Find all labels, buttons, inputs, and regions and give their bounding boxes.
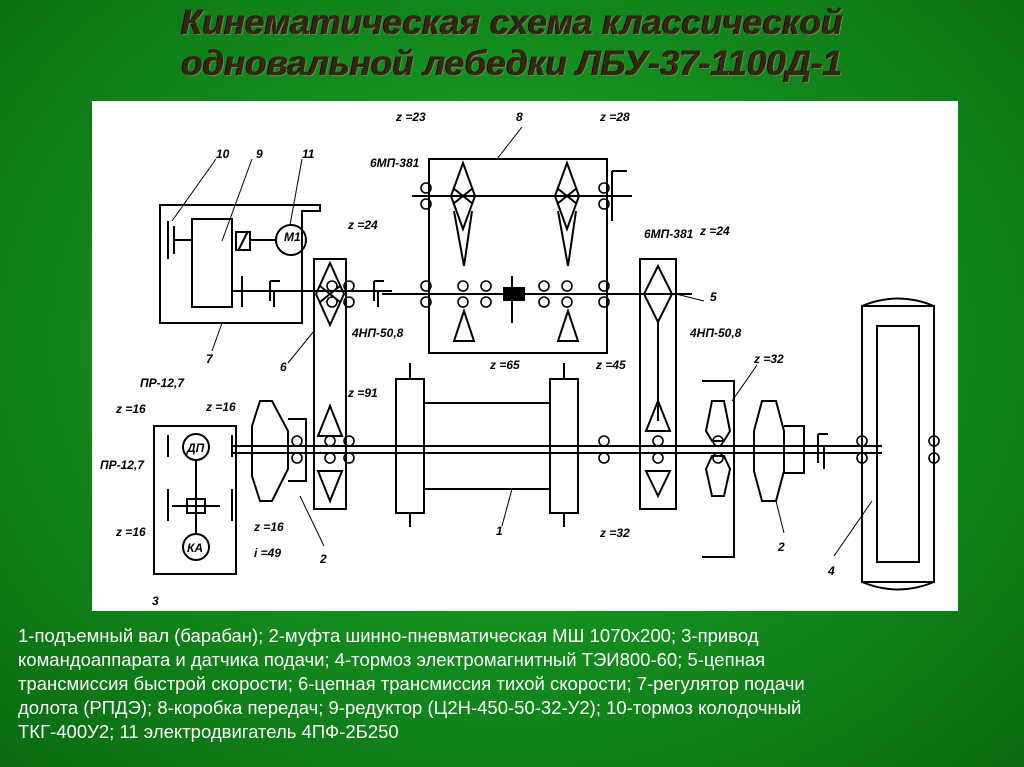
label-n2-right: 2 (777, 540, 785, 554)
label-pr127-top: ПР-12,7 (140, 376, 185, 390)
label-z24-right: z =24 (699, 224, 730, 238)
slow-speed-chain (313, 258, 347, 510)
label-n5: 5 (710, 290, 717, 304)
label-6mp381-a: 6МП-381 (370, 156, 420, 170)
label-z16-c: z =16 (115, 525, 146, 539)
label-m1: М1 (284, 230, 301, 244)
legend-text: 1-подъемный вал (барабан); 2-муфта шинно… (18, 624, 1012, 744)
label-n1: 1 (496, 524, 503, 538)
legend-line-1: 1-подъемный вал (барабан); 2-муфта шинно… (18, 625, 759, 646)
label-6mp381-b: 6МП-381 (644, 227, 694, 241)
label-n8: 8 (516, 110, 523, 124)
label-z16-d: z =16 (253, 520, 284, 534)
kinematic-diagram: 10 9 11 М1 7 6 z =23 8 z =28 6МП-381 6МП… (92, 101, 958, 611)
legend-line-2: командоаппарата и датчика подачи; 4-торм… (18, 649, 766, 670)
legend-line-5: ТКГ-400У2; 11 электродвигатель 4ПФ-2Б250 (18, 721, 399, 742)
main-shaft (232, 445, 882, 454)
label-n4: 4 (827, 564, 835, 578)
title-line-2: одновальной лебедки ЛБУ-37-1100Д-1 (181, 44, 843, 83)
label-z45: z =45 (595, 358, 626, 372)
command-drive-block (153, 425, 237, 575)
right-pneumatic-clutch (753, 400, 805, 502)
label-z65: z =65 (489, 358, 520, 372)
electromagnetic-brake (861, 297, 935, 591)
title-line-1: Кинематическая схема классической (181, 3, 843, 42)
label-4np-right: 4НП-50,8 (689, 326, 742, 340)
gearbox (382, 158, 662, 354)
shaft-bearings (291, 435, 940, 464)
label-ka: КА (187, 541, 203, 555)
left-pneumatic-clutch (251, 400, 307, 502)
legend-line-4: долота (РПДЭ); 8-коробка передач; 9-реду… (18, 697, 802, 718)
feed-regulator-block (159, 204, 392, 324)
hoisting-drum (395, 363, 579, 527)
label-n2-left: 2 (319, 552, 327, 566)
label-n3: 3 (152, 594, 159, 608)
label-z32-bottom: z =32 (599, 526, 630, 540)
label-i49: i =49 (254, 546, 281, 560)
label-4np-left: 4НП-50,8 (351, 326, 404, 340)
label-z16-a: z =16 (115, 402, 146, 416)
label-z91: z =91 (347, 386, 378, 400)
label-n7: 7 (206, 352, 214, 366)
label-n9: 9 (256, 147, 263, 161)
brake-coupling (817, 433, 828, 469)
label-n10: 10 (216, 147, 230, 161)
gearbox-bearings (326, 182, 610, 308)
label-dp: ДП (186, 441, 205, 455)
label-n6: 6 (280, 360, 287, 374)
fast-speed-chain (602, 258, 692, 510)
label-pr127-left: ПР-12,7 (100, 458, 145, 472)
slide-title: Кинематическая схема классической однова… (0, 2, 1024, 84)
right-gear-z32 (702, 380, 735, 558)
label-n11: 11 (302, 147, 315, 161)
label-z23: z =23 (395, 110, 426, 124)
legend-line-3: трансмиссия быстрой скорости; 6-цепная т… (18, 673, 805, 694)
label-z28: z =28 (599, 110, 630, 124)
label-z16-b: z =16 (205, 400, 236, 414)
leader-lines (171, 126, 873, 557)
label-z32-top: z =32 (753, 352, 784, 366)
label-z24-left: z =24 (347, 218, 378, 232)
upper-left-couplings (269, 280, 384, 307)
